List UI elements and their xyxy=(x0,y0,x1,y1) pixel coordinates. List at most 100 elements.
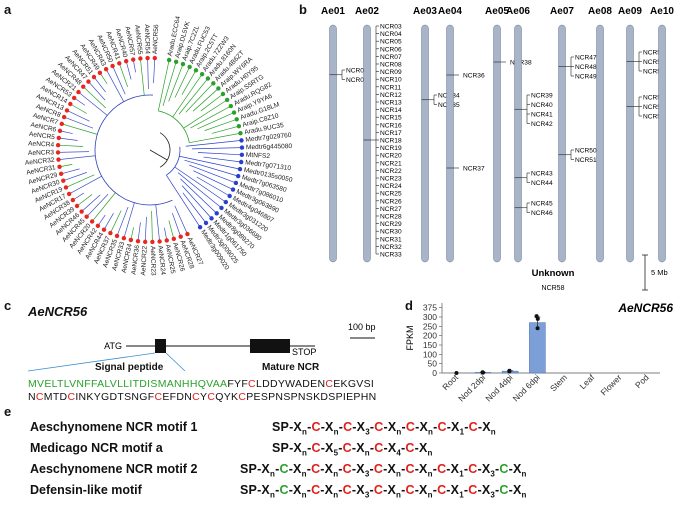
gene-label: NCR24 xyxy=(380,183,402,190)
gene-label: NCR46 xyxy=(531,210,553,217)
motif-token: -Xn xyxy=(321,420,339,434)
tree-branch xyxy=(182,70,196,94)
gene-label: NCR44 xyxy=(531,180,553,187)
y-tick-label: 250 xyxy=(423,321,437,331)
unknown-gene: NCR58 xyxy=(542,285,565,292)
motif-token: -X1 xyxy=(446,483,464,497)
cysteine-symbol: C xyxy=(405,483,414,497)
chromosome-bar xyxy=(330,25,337,262)
x-tick-label: Nod 4dpi xyxy=(483,372,514,403)
x-tick-label: Nod 2dpi xyxy=(456,372,487,403)
chromosome-name: Ae09 xyxy=(618,6,642,17)
tree-branch xyxy=(152,211,153,242)
tree-leaf-node xyxy=(229,104,233,108)
tree-leaf-node xyxy=(67,192,71,196)
tree-leaf-node xyxy=(115,234,119,238)
cysteine-symbol: C xyxy=(343,441,352,455)
motif-token: SP-Xn xyxy=(272,441,307,455)
motif-token: -X3 xyxy=(352,462,370,476)
cysteine-symbol: C xyxy=(499,462,508,476)
tree-leaf-label: AeNCR4 xyxy=(28,140,55,148)
gene-label: NCR29 xyxy=(380,221,402,228)
cysteine-symbol: C xyxy=(311,420,320,434)
gene-label: NCR04 xyxy=(380,31,402,38)
gene-label: NCR10 xyxy=(380,77,402,84)
tree-branch xyxy=(166,175,200,227)
gene-label: NCR49 xyxy=(575,74,597,81)
gene-label: NCR25 xyxy=(380,191,402,198)
gene-label: NCR22 xyxy=(380,168,402,175)
cysteine-residue: C xyxy=(36,391,44,403)
tree-branch xyxy=(70,104,86,114)
x-tick-label: Root xyxy=(440,372,460,392)
tree-branch xyxy=(192,148,242,149)
signal-peptide-sequence: MVELTLVNFFALVLLITDISMANHHQVAA xyxy=(28,378,227,390)
exon-2 xyxy=(250,339,290,353)
gene-structure: ATGSTOP100 bp xyxy=(0,312,400,372)
cysteine-symbol: C xyxy=(374,483,383,497)
unknown-title: Unknown xyxy=(532,268,575,279)
tree-leaf-node xyxy=(56,150,60,154)
cysteine-symbol: C xyxy=(311,441,320,455)
motif-token: -Xn xyxy=(509,462,527,476)
x-tick-label: Nod 6dpi xyxy=(511,372,542,403)
motif-subscript: n xyxy=(522,470,527,479)
tree-leaf-node xyxy=(224,200,228,204)
tree-branch xyxy=(182,186,211,219)
motif-token: -Xn xyxy=(289,462,307,476)
x-tick-label: Pod xyxy=(633,372,651,390)
tree-leaf-node xyxy=(165,238,169,242)
tree-leaf-node xyxy=(58,129,62,133)
gene-label: NCR47 xyxy=(575,55,597,62)
tree-leaf-node xyxy=(235,117,239,121)
tree-branch xyxy=(156,205,160,242)
tree-branch xyxy=(201,94,223,111)
chromosome-bar xyxy=(364,25,371,262)
sequence-fragment: EKGVSI xyxy=(333,378,374,390)
motif-token: -X3 xyxy=(477,483,495,497)
tree-leaf-node xyxy=(238,167,242,171)
cysteine-symbol: C xyxy=(374,462,383,476)
cysteine-symbol: C xyxy=(343,483,352,497)
gene-label: NCR13 xyxy=(380,100,402,107)
cysteine-symbol: C xyxy=(437,420,446,434)
tree-leaf-node xyxy=(194,68,198,72)
tree-leaf-node xyxy=(102,227,106,231)
tree-leaf-node xyxy=(221,92,225,96)
tree-leaf-node xyxy=(181,62,185,66)
gene-label: NCR23 xyxy=(380,176,402,183)
tree-branch xyxy=(175,167,226,202)
motif-subscript: n xyxy=(491,428,496,437)
chromosome-name: Ae10 xyxy=(650,6,674,17)
scale-label: 100 bp xyxy=(348,322,376,332)
tree-leaf-node xyxy=(211,81,215,85)
gene-label: NCR28 xyxy=(380,214,402,221)
tree-leaf-node xyxy=(150,240,154,244)
motif-token: -Xn xyxy=(320,462,338,476)
tree-leaf-label: AeNCR56 xyxy=(152,24,161,54)
cysteine-symbol: C xyxy=(469,420,478,434)
tree-leaf-node xyxy=(71,198,75,202)
cysteine-symbol: C xyxy=(279,483,288,497)
motif-token: -Xn xyxy=(289,483,307,497)
tree-leaf-node xyxy=(236,174,240,178)
x-tick-label: Stem xyxy=(548,372,569,393)
gene-label: NCR03 xyxy=(380,24,402,31)
motif-name: Medicago NCR motif a xyxy=(30,441,163,455)
tree-branch xyxy=(184,100,228,128)
motif-token: -Xn xyxy=(383,462,401,476)
tree-leaf-node xyxy=(239,160,243,164)
gene-label: NCR37 xyxy=(463,166,485,173)
tree-branch xyxy=(186,83,214,112)
tree-leaf-node xyxy=(153,56,157,60)
motif-token: SP-Xn xyxy=(272,420,307,434)
cysteine-symbol: C xyxy=(343,462,352,476)
motif-token: -X1 xyxy=(446,462,464,476)
tree-leaf-label: AeNCR22 xyxy=(140,245,149,275)
tree-leaf-node xyxy=(104,67,108,71)
tree-leaf-node xyxy=(56,157,60,161)
gene-label: NCR18 xyxy=(380,138,402,145)
motif-token: SP-Xn xyxy=(240,462,275,476)
tree-branch xyxy=(59,156,96,160)
motif-sequence: SP-Xn-C-Xn-C-Xn-C-X3-C-Xn-C-Xn-C-X1-C-X3… xyxy=(240,483,527,500)
